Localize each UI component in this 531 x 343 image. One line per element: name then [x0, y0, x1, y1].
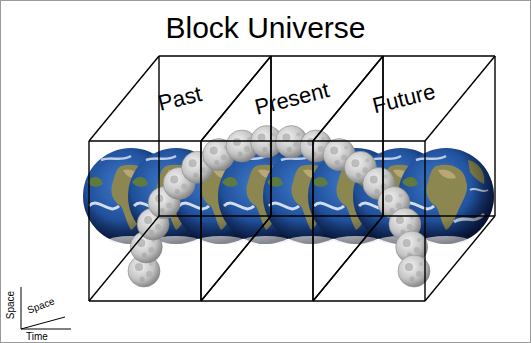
box-edge [313, 140, 425, 141]
box-edge [89, 300, 201, 301]
box-edge [383, 215, 495, 216]
box-edge [313, 216, 383, 301]
time-slice-box: Present [201, 56, 383, 301]
box-edge [382, 56, 383, 216]
box-edge [424, 141, 425, 301]
box-edge [382, 56, 383, 216]
box-edge [425, 216, 495, 301]
box-edge [201, 216, 271, 301]
axis-label: Time [26, 331, 48, 343]
box-edge [159, 55, 271, 56]
box-edge [494, 56, 495, 216]
box-edge [383, 55, 495, 56]
box-edge [313, 300, 425, 301]
box-edge [201, 216, 271, 301]
box-edge [270, 56, 271, 216]
axis-lines [21, 287, 71, 329]
box-edge [313, 216, 383, 301]
box-edge [89, 216, 159, 301]
box-edge [312, 141, 313, 301]
axis-line [21, 317, 65, 329]
box-edge [271, 55, 383, 56]
axis-label: Space [5, 291, 17, 319]
axis-label: Space [26, 296, 57, 317]
diagram-title: Block Universe [1, 10, 530, 46]
time-slice-box: Past [89, 56, 271, 301]
box-edge [201, 300, 313, 301]
box-edge [201, 140, 313, 141]
slice-label: Present [252, 77, 332, 121]
box-edge [89, 56, 159, 141]
box-edge [158, 56, 159, 216]
box-edge [88, 141, 89, 301]
box-edge [271, 215, 383, 216]
slice-label: Future [370, 78, 438, 119]
axis-line [21, 329, 71, 330]
time-slice-box: Future [313, 56, 495, 301]
box-edge [200, 141, 201, 301]
slice-label: Past [155, 81, 204, 117]
box-edge [89, 140, 201, 141]
box-edge [159, 215, 271, 216]
box-edge [270, 56, 271, 216]
moon-worldline [128, 126, 430, 287]
axis-line [21, 287, 22, 329]
box-edge [312, 141, 313, 301]
box-edge [200, 141, 201, 301]
earth-cylinder [83, 148, 494, 244]
